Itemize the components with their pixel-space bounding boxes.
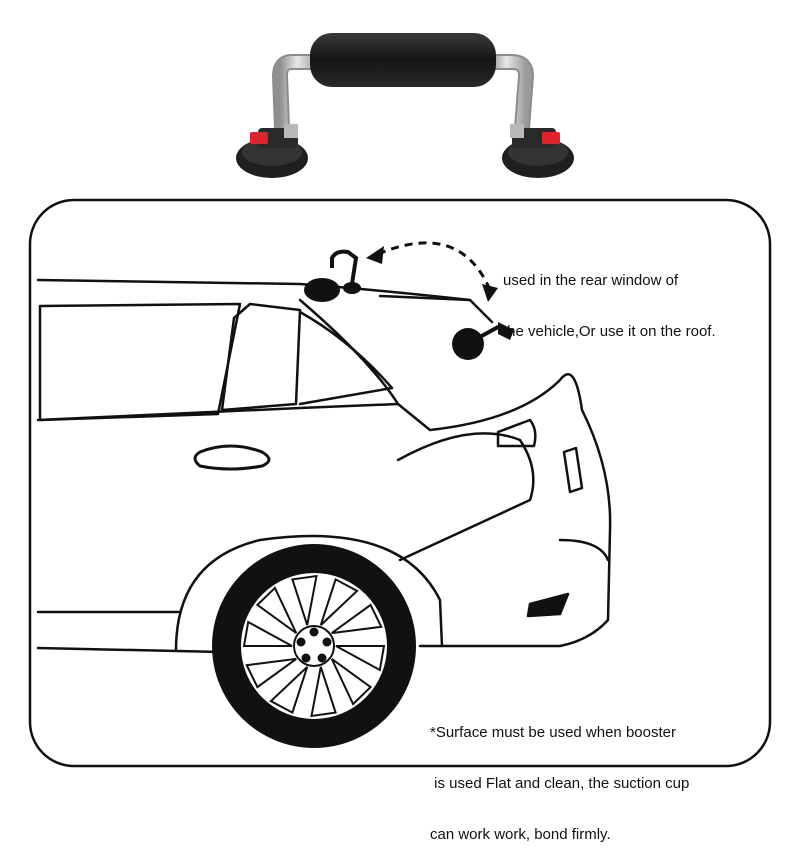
tail-lamp	[496, 418, 537, 448]
lug-nuts	[296, 627, 332, 663]
usage-caption-line-2: the vehicle,Or use it on the roof.	[503, 323, 716, 340]
suction-handle-product	[236, 33, 574, 178]
wheel-spoke	[331, 603, 383, 635]
right-suction-cup	[502, 124, 574, 178]
wheel-spoke	[245, 657, 297, 689]
door-handle	[193, 444, 271, 471]
wheel-spoke	[242, 620, 293, 647]
left-suction-cup	[236, 124, 308, 178]
wheel-spokes	[242, 574, 386, 718]
usage-caption-line-1: used in the rear window of	[503, 272, 679, 289]
rear-window-mounted-handle	[452, 322, 514, 360]
hatchback-car-outline	[36, 278, 612, 654]
wheel-spoke	[291, 574, 318, 626]
diagram-frame	[28, 198, 772, 768]
usage-caption: used in the rear window of the vehicle,O…	[503, 238, 716, 357]
wheel-spoke	[335, 645, 386, 672]
dashed-curved-double-arrow-icon	[366, 241, 498, 302]
wheel-spoke	[330, 658, 373, 706]
right-lock-tab	[542, 132, 560, 144]
left-lock-tab	[250, 132, 268, 144]
wheel-spoke	[319, 577, 359, 626]
wheel-spoke	[269, 666, 309, 715]
product-illustration	[28, 33, 772, 768]
foam-grip	[310, 33, 496, 87]
surface-note-line-3: can work work, bond firmly.	[430, 826, 611, 843]
surface-note: *Surface must be used when booster is us…	[430, 690, 689, 860]
wheel-spoke	[310, 666, 337, 718]
rear-reflector	[526, 592, 570, 618]
wheel-spoke	[255, 586, 298, 634]
surface-note-line-1: *Surface must be used when booster	[430, 724, 676, 741]
wheel	[212, 544, 416, 748]
roof-mounted-handle	[304, 249, 361, 302]
surface-note-line-2: is used Flat and clean, the suction cup	[430, 775, 690, 792]
